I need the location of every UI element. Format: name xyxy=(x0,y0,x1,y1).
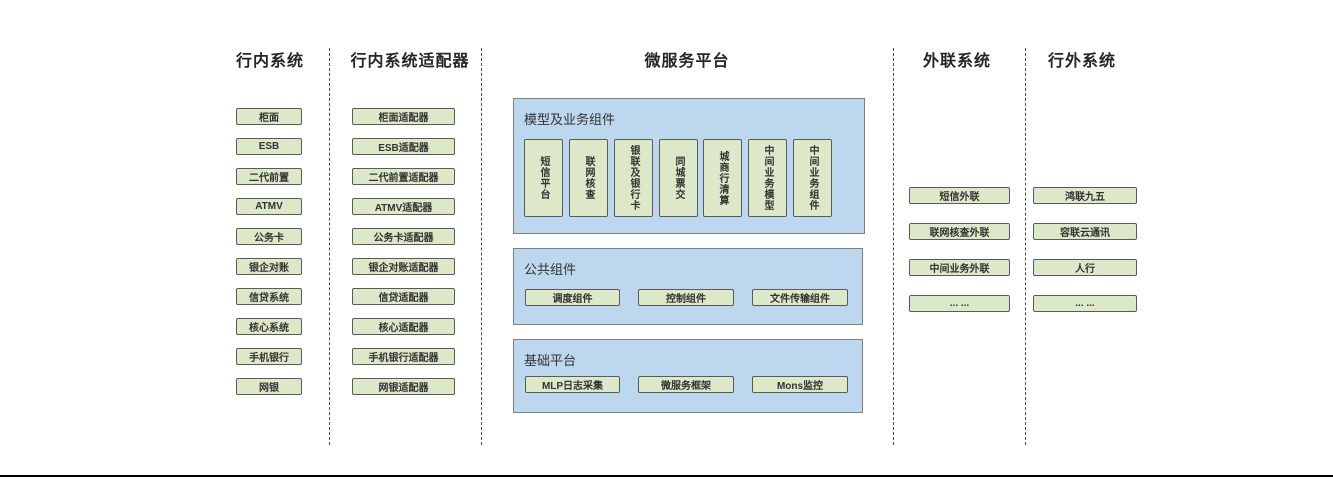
base-platform-box: MLP日志采集 xyxy=(525,376,620,393)
outside-system-box: 容联云通讯 xyxy=(1033,223,1137,240)
internal-system-box: 银企对账 xyxy=(236,258,302,275)
adapter-box: 网银适配器 xyxy=(352,378,455,395)
adapter-box: ESB适配器 xyxy=(352,138,455,155)
external-link-box: 中间业务外联 xyxy=(909,259,1010,276)
column-separator-2 xyxy=(481,48,482,445)
outside-system-box: 鸿联九五 xyxy=(1033,187,1137,204)
business-component-box: 城商行清算 xyxy=(703,139,742,217)
panel-title: 模型及业务组件 xyxy=(524,112,616,127)
column-header-internal-adapters: 行内系统适配器 xyxy=(350,53,470,70)
internal-system-box: ATMV xyxy=(236,198,302,215)
column-header-external-link-systems: 外联系统 xyxy=(922,53,991,70)
panel-title: 基础平台 xyxy=(524,353,577,368)
internal-system-box: 二代前置 xyxy=(236,168,302,185)
adapter-box: 柜面适配器 xyxy=(352,108,455,125)
bottom-rule xyxy=(0,475,1333,477)
panel-common-components: 公共组件 调度组件 控制组件 文件传输组件 xyxy=(513,248,863,325)
business-component-box: 短信平台 xyxy=(524,139,563,217)
column-header-microservice-platform: 微服务平台 xyxy=(644,53,730,70)
column-separator-3 xyxy=(893,48,894,445)
internal-system-box: ESB xyxy=(236,138,302,155)
adapter-box: 信贷适配器 xyxy=(352,288,455,305)
adapter-box: 二代前置适配器 xyxy=(352,168,455,185)
outside-system-box: 人行 xyxy=(1033,259,1137,276)
external-link-box: 联网核查外联 xyxy=(909,223,1010,240)
panel-base-platform: 基础平台 MLP日志采集 微服务框架 Mons监控 xyxy=(513,339,863,413)
business-component-box: 同城票交 xyxy=(659,139,698,217)
internal-system-box: 手机银行 xyxy=(236,348,302,365)
business-component-box: 中间业务组件 xyxy=(793,139,832,217)
common-component-box: 控制组件 xyxy=(638,289,734,306)
column-header-internal-systems: 行内系统 xyxy=(235,53,304,70)
adapter-box: 公务卡适配器 xyxy=(352,228,455,245)
external-link-box: ... ... xyxy=(909,295,1010,312)
business-component-box: 联网核查 xyxy=(569,139,608,217)
adapter-box: 银企对账适配器 xyxy=(352,258,455,275)
internal-system-box: 柜面 xyxy=(236,108,302,125)
internal-system-box: 网银 xyxy=(236,378,302,395)
outside-system-box: ... ... xyxy=(1033,295,1137,312)
panel-model-business-components: 模型及业务组件 短信平台 联网核查 银联及银行卡 同城票交 城商行清算 中间业务… xyxy=(513,98,865,234)
external-link-box: 短信外联 xyxy=(909,187,1010,204)
internal-system-box: 核心系统 xyxy=(236,318,302,335)
common-component-box: 文件传输组件 xyxy=(752,289,848,306)
base-platform-box: 微服务框架 xyxy=(638,376,734,393)
column-header-outside-systems: 行外系统 xyxy=(1047,53,1116,70)
adapter-box: ATMV适配器 xyxy=(352,198,455,215)
adapter-box: 手机银行适配器 xyxy=(352,348,455,365)
internal-system-box: 信贷系统 xyxy=(236,288,302,305)
base-platform-box: Mons监控 xyxy=(752,376,848,393)
business-component-box: 银联及银行卡 xyxy=(614,139,653,217)
adapter-box: 核心适配器 xyxy=(352,318,455,335)
column-separator-4 xyxy=(1025,48,1026,445)
business-component-box: 中间业务模型 xyxy=(748,139,787,217)
column-separator-1 xyxy=(329,48,330,445)
common-component-box: 调度组件 xyxy=(525,289,620,306)
panel-title: 公共组件 xyxy=(524,262,577,277)
internal-system-box: 公务卡 xyxy=(236,228,302,245)
